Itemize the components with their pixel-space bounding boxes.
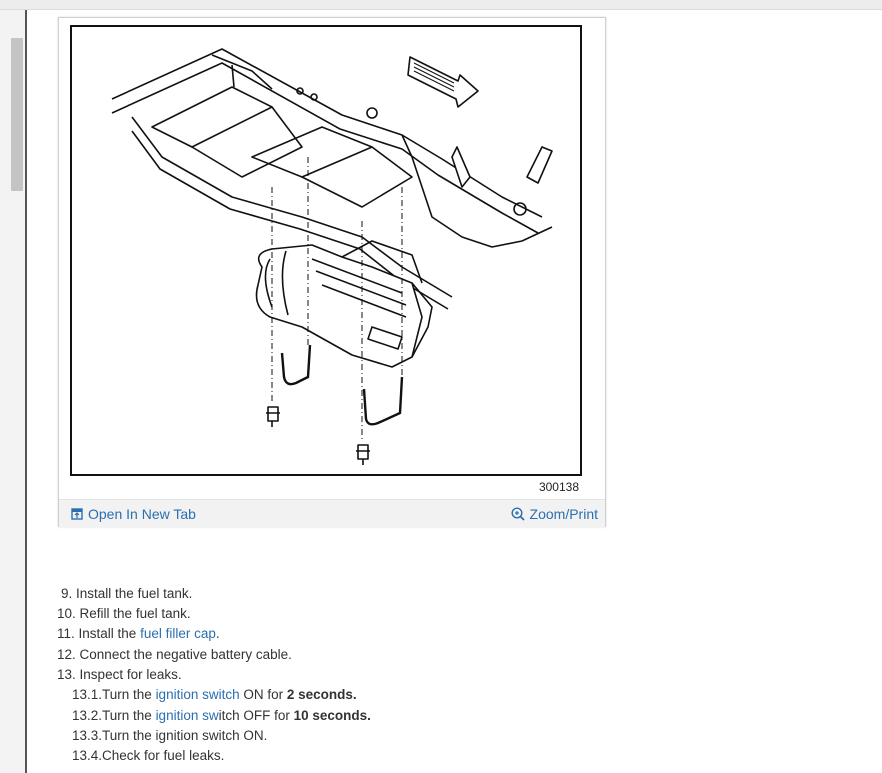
figure-id: 300138 <box>538 480 579 494</box>
step-9: 9. Install the fuel tank. <box>61 586 193 601</box>
figure-toolbar: Open In New Tab Zoom/Print <box>59 499 605 527</box>
new-tab-icon <box>71 508 83 520</box>
browser-top-bar <box>0 0 882 10</box>
ignition-switch-link[interactable]: ignition switch <box>155 687 240 702</box>
substep-13-3: 13.3.Turn the ignition switch ON. <box>72 728 268 743</box>
zoom-in-icon <box>511 507 525 521</box>
open-in-new-tab-label: Open In New Tab <box>88 506 196 522</box>
step-11: 11. Install the fuel filler cap. <box>57 626 220 641</box>
zoom-print-label: Zoom/Print <box>529 506 598 522</box>
step-13: 13. Inspect for leaks. <box>57 667 182 682</box>
fuel-tank-illustration <box>70 25 582 476</box>
scrollbar-thumb[interactable] <box>11 38 23 191</box>
figure-card: 300138 Open In New Tab Zoom/Print <box>58 17 606 527</box>
open-in-new-tab-button[interactable]: Open In New Tab <box>71 506 196 522</box>
left-gutter <box>0 10 27 773</box>
fuel-tank-frame-drawing <box>111 48 553 465</box>
ignition-switch-link-2[interactable]: ignition sw <box>155 708 219 723</box>
substep-13-4: 13.4.Check for fuel leaks. <box>72 748 225 763</box>
substep-13-2: 13.2.Turn the ignition switch OFF for 10… <box>72 708 371 723</box>
zoom-print-button[interactable]: Zoom/Print <box>511 506 598 522</box>
step-12: 12. Connect the negative battery cable. <box>57 647 292 662</box>
fuel-filler-cap-link[interactable]: fuel filler cap <box>140 626 216 641</box>
substep-13-1: 13.1.Turn the ignition switch ON for 2 s… <box>72 687 357 702</box>
step-10: 10. Refill the fuel tank. <box>57 606 191 621</box>
